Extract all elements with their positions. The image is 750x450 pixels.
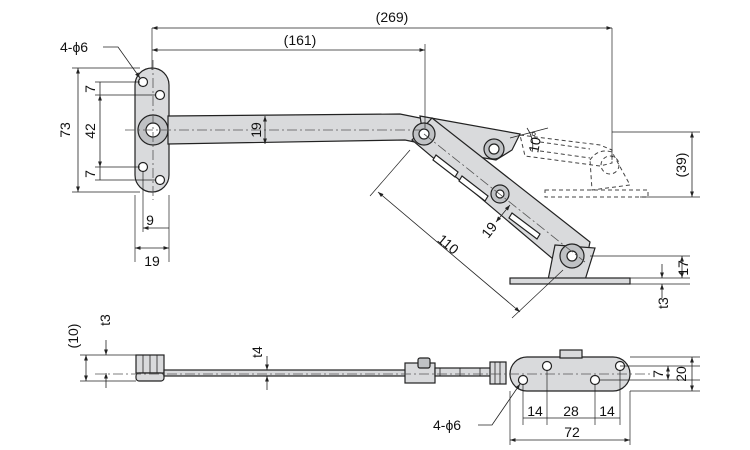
dim-base-hole-spacing-v: 7 bbox=[650, 370, 666, 378]
dim-base-hole-spacing-h: 28 bbox=[563, 403, 579, 419]
dim-bracket-thickness: t3 bbox=[655, 297, 671, 309]
side-mounting-plate bbox=[135, 354, 165, 382]
dim-base-hole-offset-left: 14 bbox=[527, 403, 543, 419]
dim-hole-offset-top: 7 bbox=[82, 85, 98, 93]
dim-hole-spacing: 42 bbox=[82, 123, 98, 139]
dim-hole-offset-bottom: 7 bbox=[82, 170, 98, 178]
hole-callout-top: 4-ϕ6 bbox=[60, 39, 88, 55]
lower-bracket bbox=[509, 243, 631, 285]
top-view: (269) (161) 4-ϕ6 73 7 42 7 19 9 1 bbox=[57, 9, 700, 319]
side-arm bbox=[163, 369, 410, 377]
dim-bracket-height: 17 bbox=[675, 260, 691, 276]
dim-link-length: 110 bbox=[435, 231, 463, 258]
dim-side-thickness: t3 bbox=[97, 314, 113, 326]
dim-arm-thickness: t4 bbox=[249, 346, 265, 358]
dim-raised-height: (39) bbox=[673, 153, 689, 178]
dim-plate-width: 19 bbox=[144, 253, 160, 269]
dim-overall-length: (269) bbox=[376, 9, 409, 25]
dim-hole-inset: 9 bbox=[146, 212, 154, 228]
dim-tilt-angle: 10° bbox=[525, 130, 544, 154]
side-view: (10) t3 t4 7 20 14 28 14 72 4-ϕ6 bbox=[65, 314, 700, 445]
dim-base-length: 72 bbox=[564, 424, 580, 440]
dim-plate-height: 73 bbox=[57, 122, 73, 138]
hole-callout-bottom: 4-ϕ6 bbox=[433, 417, 461, 433]
dim-pivot-length: (161) bbox=[284, 32, 317, 48]
dim-base-height: 20 bbox=[673, 366, 689, 382]
side-base-plate bbox=[509, 349, 631, 392]
phantom-raised-position bbox=[519, 134, 649, 198]
dim-link-width: 19 bbox=[478, 219, 500, 241]
side-joint-assembly bbox=[404, 357, 507, 385]
dim-arm-width: 19 bbox=[248, 122, 264, 138]
dim-base-hole-offset-right: 14 bbox=[599, 403, 615, 419]
dim-side-height: (10) bbox=[65, 324, 81, 349]
